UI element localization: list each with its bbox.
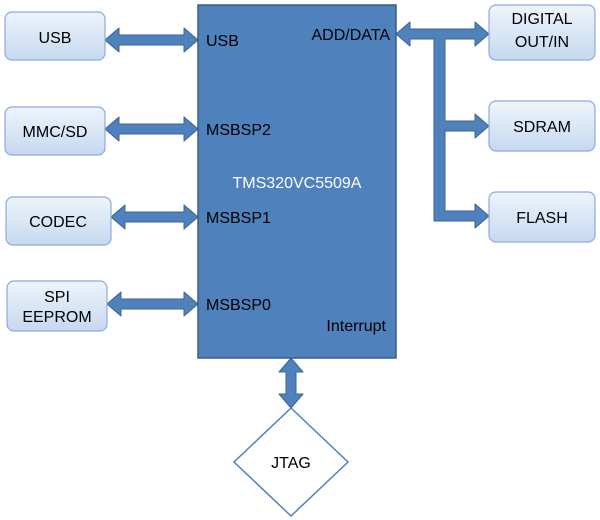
chip-port-msbsp1: MSBSP1 — [206, 210, 271, 227]
peripheral-label-flash: FLASH — [516, 210, 568, 227]
peripheral-box-codec — [5, 196, 112, 246]
jtag-node: JTAG — [232, 406, 350, 518]
chip-port-usb: USB — [206, 33, 239, 50]
arrow-codec — [110, 204, 199, 230]
arrow-spi-eeprom — [106, 291, 199, 317]
dsp-chip: TMS320VC5509A USB MSBSP2 MSBSP1 MSBSP0 A… — [197, 4, 397, 359]
peripheral-label-codec: CODEC — [29, 214, 87, 231]
peripheral-digital-out-in: DIGITAL OUT/IN — [488, 4, 596, 61]
peripheral-codec: CODEC — [5, 196, 112, 246]
peripheral-label-digital: DIGITAL — [511, 11, 572, 28]
jtag-diamond — [232, 406, 350, 518]
chip-interrupt-label: Interrupt — [326, 318, 386, 335]
peripheral-usb: USB — [4, 11, 106, 61]
arrow-jtag — [278, 357, 304, 409]
peripheral-box-flash — [488, 191, 596, 243]
peripheral-box-spi-eeprom — [6, 280, 108, 332]
peripheral-box-usb — [4, 11, 106, 61]
chip-port-msbsp0: MSBSP0 — [206, 297, 271, 314]
peripheral-label-spi: SPI — [44, 289, 70, 306]
peripheral-label-mmc-sd: MMC/SD — [23, 124, 88, 141]
peripheral-mmc-sd: MMC/SD — [4, 106, 106, 156]
chip-port-msbsp2: MSBSP2 — [206, 122, 271, 139]
arrow-usb — [104, 27, 199, 53]
arrow-mmc-sd — [104, 116, 199, 142]
connector-arrows — [104, 21, 490, 409]
chip-title: TMS320VC5509A — [233, 175, 362, 192]
peripheral-box-sdram — [488, 100, 596, 152]
peripheral-sdram: SDRAM — [488, 100, 596, 152]
peripheral-flash: FLASH — [488, 191, 596, 243]
peripheral-label-usb: USB — [39, 30, 72, 47]
jtag-label: JTAG — [271, 455, 311, 472]
peripheral-box-mmc-sd — [4, 106, 106, 156]
peripheral-label-eeprom: EEPROM — [22, 309, 91, 326]
arrow-add-data-bus — [395, 21, 490, 229]
chip-port-add-data: ADD/DATA — [311, 27, 390, 44]
peripheral-label-sdram: SDRAM — [513, 119, 571, 136]
peripheral-label-out-in: OUT/IN — [515, 34, 569, 51]
dsp-chip-body — [197, 4, 397, 359]
peripheral-box-digital-out-in — [488, 4, 596, 61]
peripheral-spi-eeprom: SPI EEPROM — [6, 280, 108, 332]
